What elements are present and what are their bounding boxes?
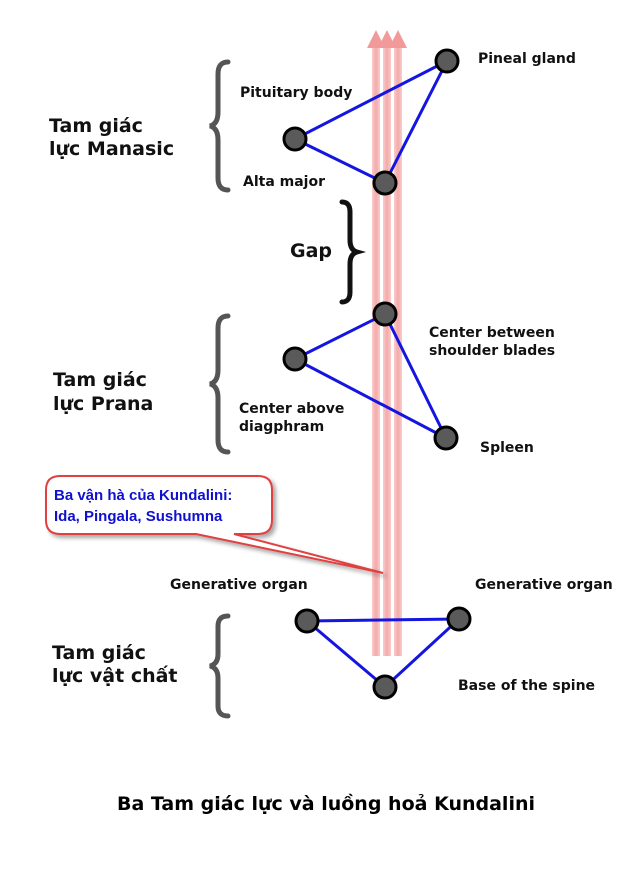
node-shoulder-blades	[372, 301, 398, 327]
brace-physical	[209, 613, 231, 719]
triangles	[293, 59, 461, 689]
node-alta-major	[372, 170, 398, 196]
group-labels: Tam giác lực Manasic Gap Tam giác lực Pr…	[49, 115, 332, 687]
group-physical-line2: lực vật chất	[52, 664, 178, 687]
channel-sushumna	[383, 46, 391, 656]
label-diaphragm-2: diagphram	[239, 419, 324, 435]
callout-line2: Ida, Pingala, Sushumna	[54, 508, 223, 525]
node-generative-left	[294, 608, 320, 634]
node-pituitary-body	[282, 126, 308, 152]
group-gap: Gap	[290, 240, 332, 262]
channel-ida	[372, 46, 380, 656]
group-physical-line1: Tam giác	[52, 642, 146, 664]
braces	[209, 59, 367, 719]
label-base-spine: Base of the spine	[458, 678, 595, 694]
label-pituitary-body: Pituitary body	[240, 85, 352, 101]
figure-caption: Ba Tam giác lực và luồng hoả Kundalini	[117, 792, 535, 815]
label-generative-right: Generative organ	[475, 577, 613, 593]
label-alta-major: Alta major	[243, 174, 325, 190]
label-pineal-gland: Pineal gland	[478, 51, 576, 67]
group-manasic-line2: lực Manasic	[49, 138, 174, 160]
node-labels: Pineal gland Pituitary body Alta major C…	[170, 51, 613, 694]
callout-shape	[45, 475, 384, 574]
node-spleen	[433, 425, 459, 451]
kundalini-channels	[367, 30, 407, 656]
brace-manasic	[209, 59, 231, 193]
label-diaphragm-1: Center above	[239, 401, 344, 417]
triangle-physical	[305, 617, 461, 689]
brace-prana	[209, 313, 231, 455]
node-pineal-gland	[434, 48, 460, 74]
brace-gap	[339, 199, 367, 305]
triangle-prana	[293, 312, 448, 440]
node-diaphragm	[282, 346, 308, 372]
node-base-spine	[372, 674, 398, 700]
callout-line1: Ba vận hà của Kundalini:	[54, 487, 232, 504]
callout-bubble: Ba vận hà của Kundalini: Ida, Pingala, S…	[45, 475, 384, 574]
label-spleen: Spleen	[480, 440, 534, 456]
label-shoulder-blades-1: Center between	[429, 325, 555, 341]
group-prana-line2: lực Prana	[53, 393, 153, 415]
group-manasic-line1: Tam giác	[49, 115, 143, 137]
label-shoulder-blades-2: shoulder blades	[429, 343, 555, 359]
label-generative-left: Generative organ	[170, 577, 308, 593]
nodes	[282, 48, 472, 700]
triangle-manasic	[293, 59, 449, 185]
channel-arrowhead-pingala	[389, 30, 407, 48]
channel-pingala	[394, 46, 402, 656]
node-generative-right	[446, 606, 472, 632]
group-prana-line1: Tam giác	[53, 369, 147, 391]
